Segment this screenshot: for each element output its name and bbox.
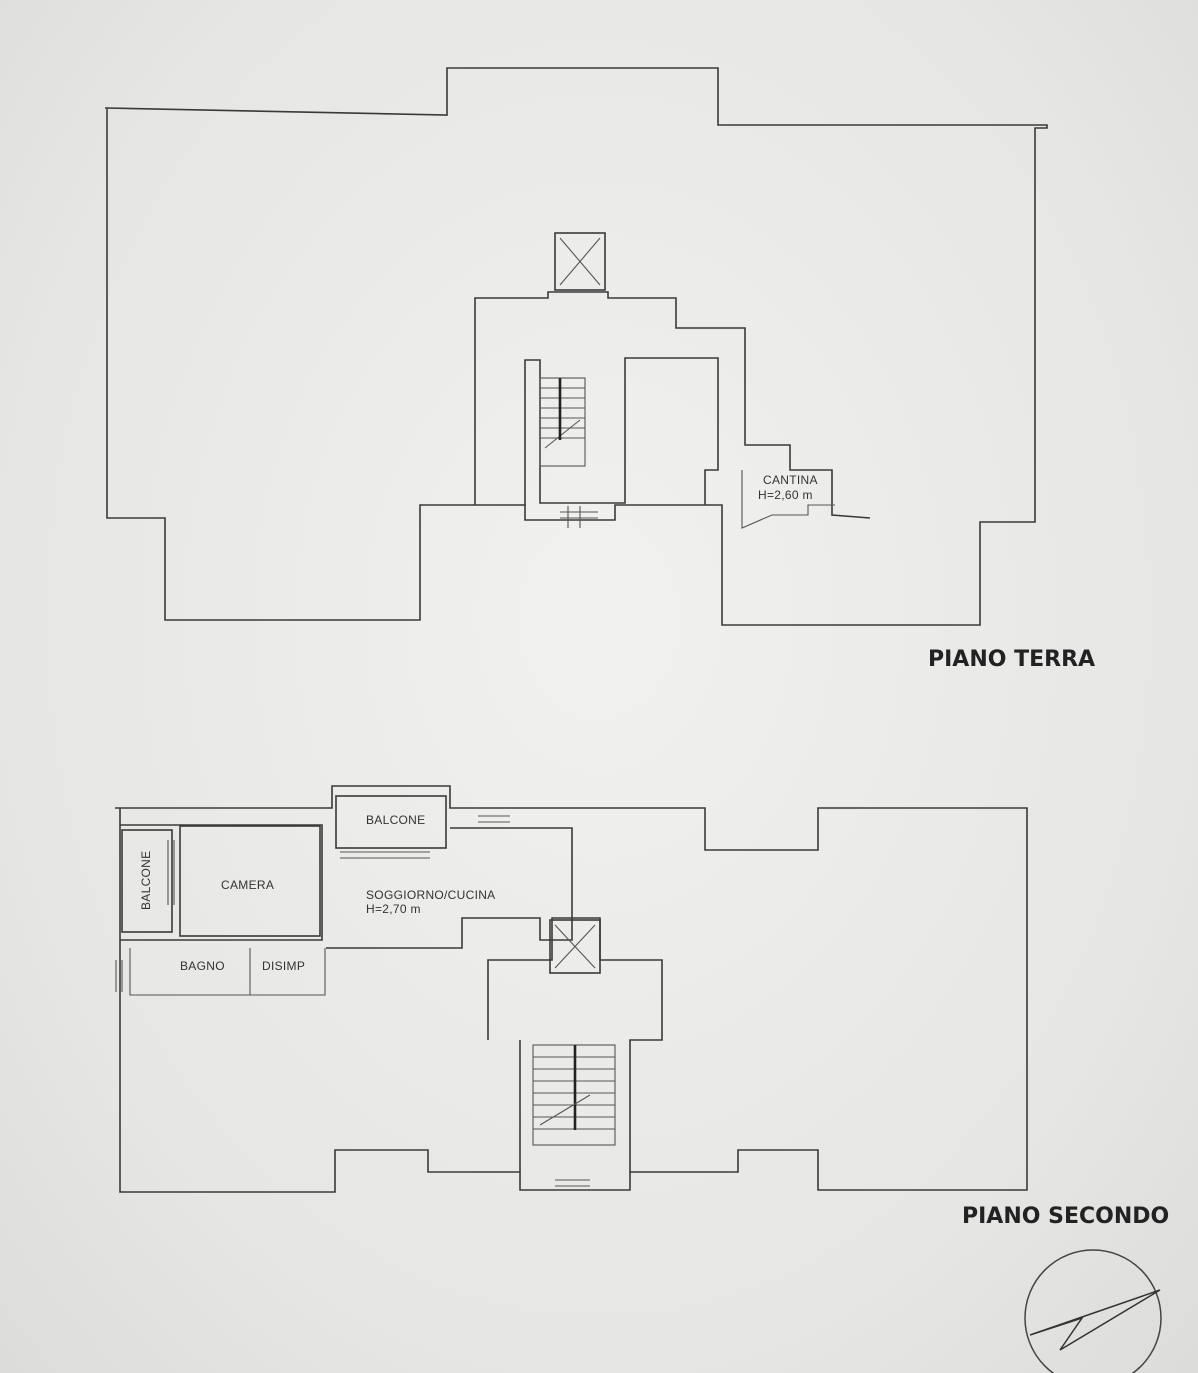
ground-entrance-door: [560, 506, 598, 528]
bathroom-label: BAGNO: [180, 959, 225, 973]
bedroom-label: CAMERA: [221, 878, 274, 892]
living-kitchen-height: H=2,70 m: [366, 902, 421, 916]
second-floor-apartment-wall: [120, 824, 323, 941]
second-floor-service-wall: [129, 948, 326, 996]
second-staircase: [532, 1044, 616, 1146]
cellar-label: CANTINA: [763, 473, 818, 487]
north-arrow-icon: [1024, 1249, 1162, 1373]
ground-floor-core: [474, 291, 871, 519]
second-floor-title: PIANO SECONDO: [962, 1204, 1169, 1229]
hallway-label: DISIMP: [262, 959, 305, 973]
second-floor-outline: [115, 785, 1028, 1193]
ground-floor-outline: [104, 67, 1048, 626]
ground-floor-plan: CANTINA H=2,60 m PIANO TERRA: [104, 67, 1095, 672]
ground-staircase: [539, 377, 586, 467]
balcony-top-label: BALCONE: [366, 813, 425, 827]
balcony-top: [335, 795, 447, 849]
ground-floor-corridor: [524, 357, 719, 505]
second-elevator-shaft: [549, 919, 601, 974]
ground-elevator-cross-b: [559, 237, 601, 286]
second-floor-openings: [115, 815, 590, 1187]
ground-floor-title: PIANO TERRA: [928, 647, 1095, 672]
second-floor-plan: BALCONE BALCONE CAMERA SOGGIORNO/CUCINA …: [115, 785, 1169, 1229]
cellar-height: H=2,60 m: [758, 488, 813, 502]
bedroom-walls: [179, 825, 321, 937]
second-elevator-cross-b: [554, 924, 596, 969]
living-kitchen-label: SOGGIORNO/CUCINA: [366, 888, 495, 902]
ground-floor-cellar-wall: [741, 470, 835, 529]
second-floor-living-wall: [326, 827, 573, 949]
balcony-side: [121, 829, 173, 933]
ground-elevator-shaft: [554, 232, 606, 291]
balcony-side-label: BALCONE: [139, 851, 153, 910]
